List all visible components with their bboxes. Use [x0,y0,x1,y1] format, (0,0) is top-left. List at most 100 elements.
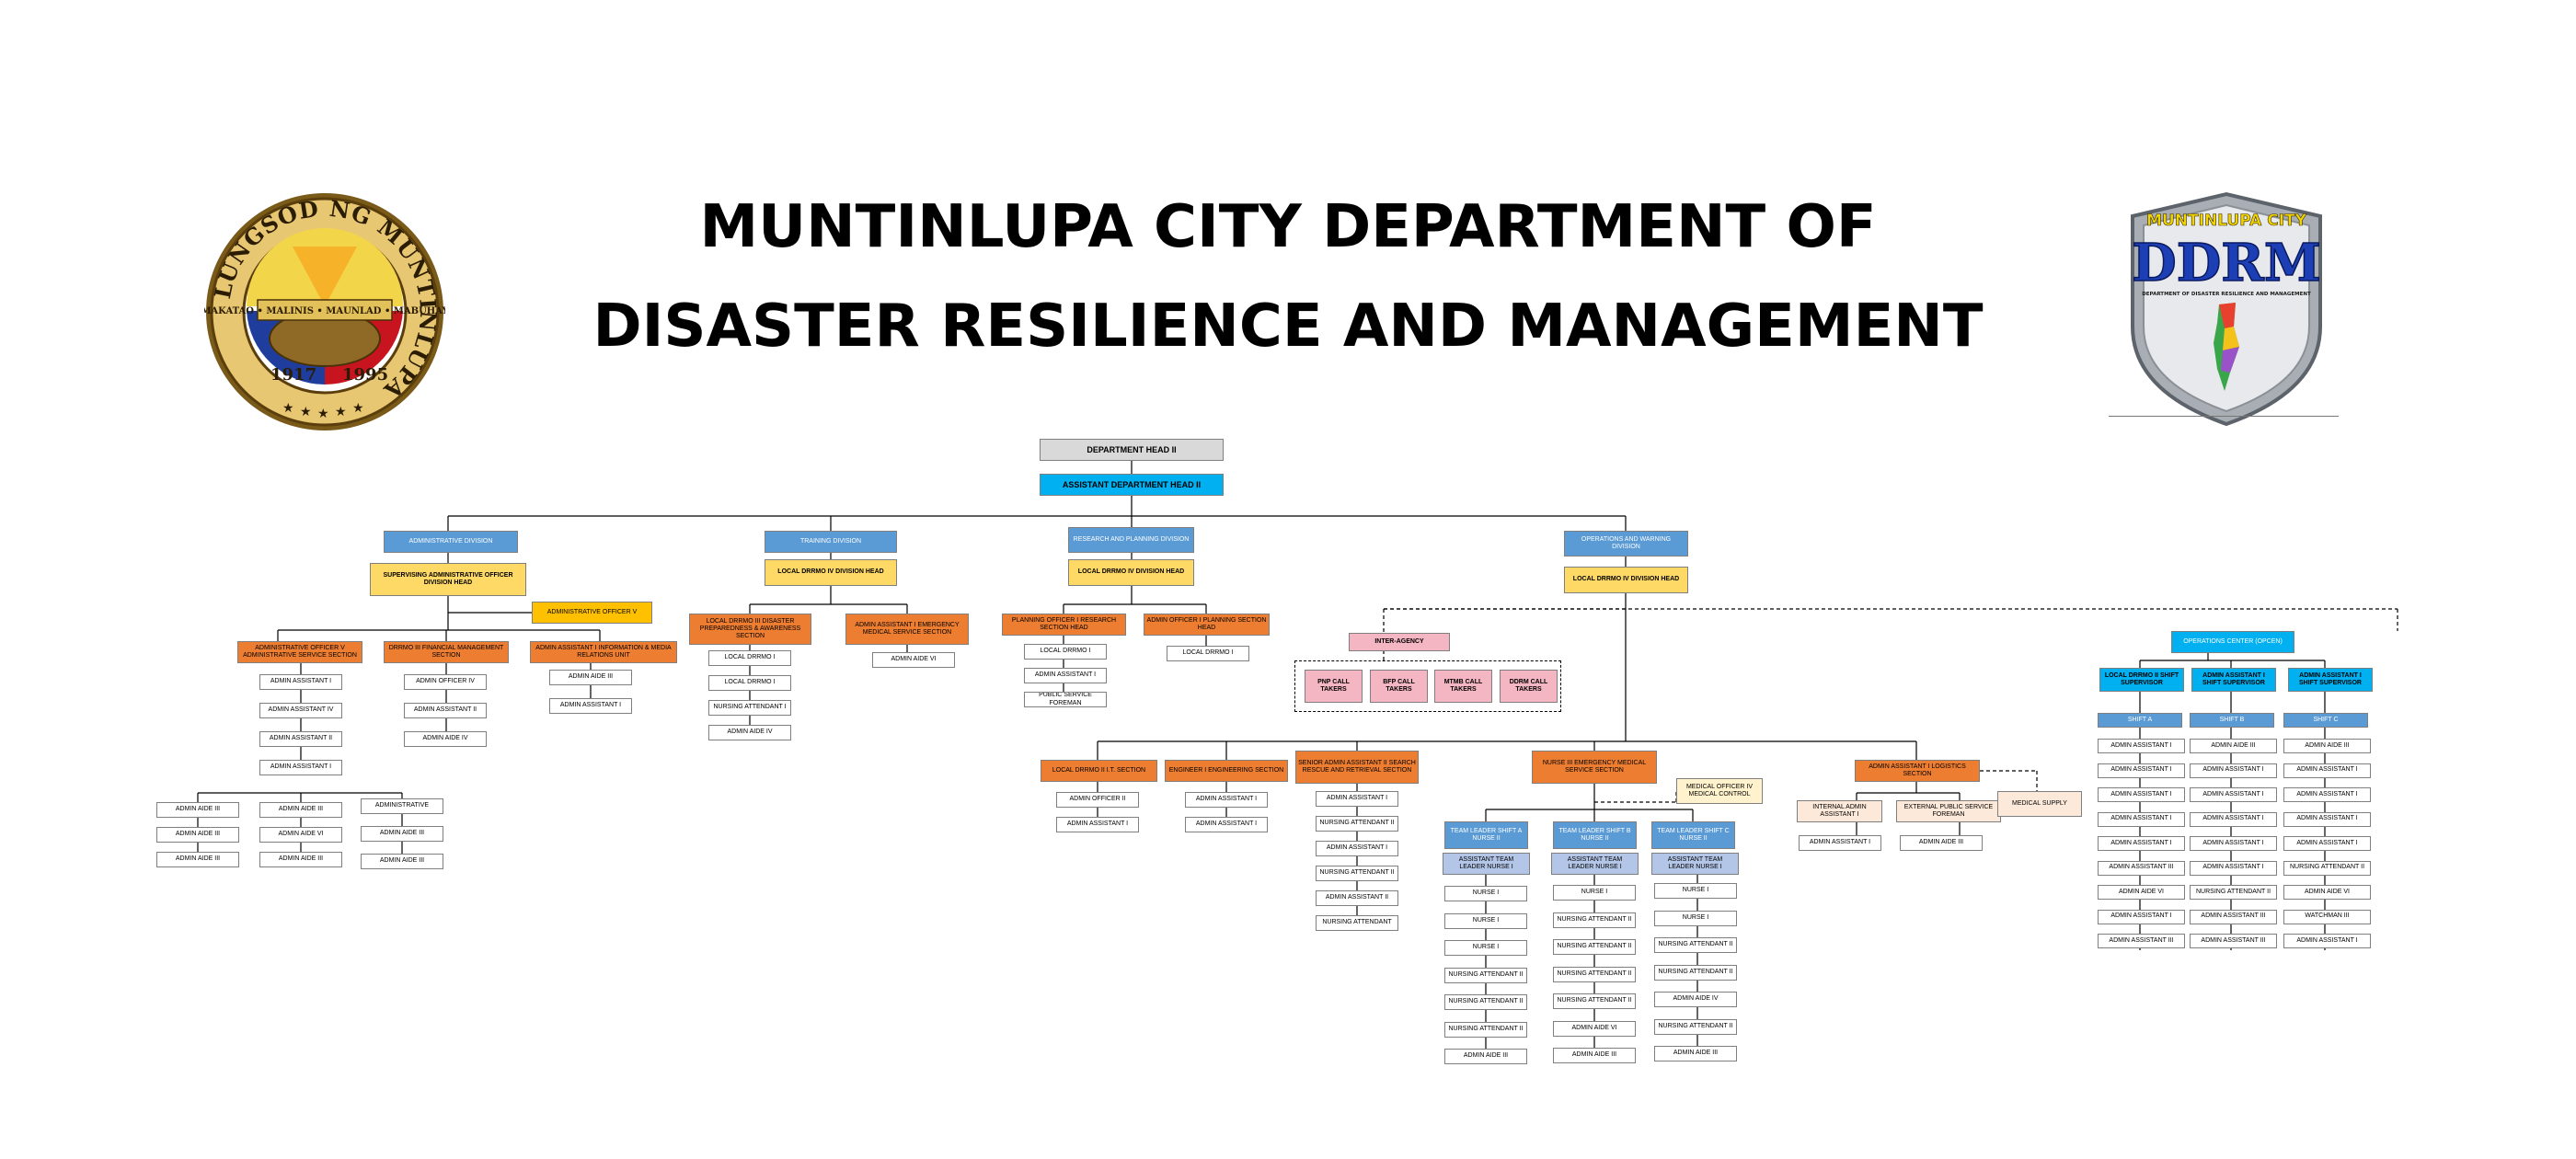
training-division-box: TRAINING DIVISION [765,531,897,553]
shift-a-staff-box: ADMIN ASSISTANT I [2098,739,2185,753]
shift-b-staff-box: ADMIN ASSISTANT I [2190,860,2277,876]
shift-c-staff-box: NURSING ATTENDANT II [2283,860,2371,876]
planning-section-box: ADMIN OFFICER I PLANNING SECTION HEAD [1144,614,1270,636]
shift-a-staff-box: ADMIN AIDE VI [2098,885,2185,900]
financial-staff-box: ADMIN AIDE IV [404,731,487,747]
shift-supervisor-box: ADMIN ASSISTANT I SHIFT SUPERVISOR [2191,668,2276,692]
shift-c-staff-box: ADMIN ASSISTANT I [2283,787,2371,802]
shift-b-staff-box: ADMIN ASSISTANT III [2190,909,2277,924]
information-media-relations-unit-box: ADMIN ASSISTANT I INFORMATION & MEDIA RE… [530,641,677,663]
admin-service-staff-box: ADMIN ASSISTANT I [259,674,342,690]
seal-year-right: 1995 [342,365,388,384]
training-ems-staff-box: ADMIN AIDE VI [872,652,955,668]
call-takers-box: MTMB CALL TAKERS [1434,670,1492,703]
research-planning-division-box: RESEARCH AND PLANNING DIVISION [1068,527,1194,553]
shift-a-staff-box: ADMIN ASSISTANT I [2098,811,2185,827]
administrative-division-box: ADMINISTRATIVE DIVISION [384,531,518,553]
engineering-section-box: ENGINEER I ENGINEERING SECTION [1165,760,1288,782]
administrative-division-head-box: SUPERVISING ADMINISTRATIVE OFFICER DIVIS… [370,563,526,596]
admin-aide-box: ADMIN AIDE III [361,826,443,842]
financial-staff-box: ADMIN OFFICER IV [404,674,487,690]
seal-banner-text: MAKATAO • MALINIS • MAUNLAD • MABUHAY [204,306,445,316]
admin-service-staff-box: ADMIN ASSISTANT II [259,731,342,747]
call-takers-box: PNP CALL TAKERS [1305,670,1363,703]
ems-shift-a-staff-box: ADMIN AIDE III [1444,1049,1527,1064]
admin-aide-box: ADMINISTRATIVE [361,798,443,814]
shift-b-staff-box: ADMIN ASSISTANT I [2190,763,2277,778]
inter-agency-box: INTER-AGENCY [1349,633,1450,651]
ems-section-box: NURSE III EMERGENCY MEDICAL SERVICE SECT… [1532,751,1657,784]
logistics-external-box: EXTERNAL PUBLIC SERVICE FOREMAN [1896,800,2001,822]
ems-shift-c-staff-box: NURSING ATTENDANT II [1654,1018,1737,1035]
ems-shift-b-staff-box: NURSING ATTENDANT II [1553,912,1636,928]
ems-shift-c-staff-box: NURSING ATTENDANT II [1654,964,1737,981]
search-rescue-staff-box: ADMIN ASSISTANT II [1316,890,1398,906]
assistant-team-leader-box: ASSISTANT TEAM LEADER NURSE I [1443,853,1530,875]
ems-shift-b-staff-box: NURSING ATTENDANT II [1553,939,1636,955]
ems-shift-a-staff-box: NURSING ATTENDANT II [1444,967,1527,983]
ddrm-shield-logo: MUNTINLUPA CITY DDRM DEPARTMENT OF DISAS… [2116,189,2337,428]
ems-shift-c-staff-box: NURSE I [1654,883,1737,899]
logistics-section-box: ADMIN ASSISTANT I LOGISTICS SECTION [1855,760,1980,782]
muntinlupa-city-seal: LUNGSOD NG MUNTINLUPA MAKATAO • MALINIS … [201,191,450,432]
financial-staff-box: ADMIN ASSISTANT II [404,703,487,718]
training-staff-box: LOCAL DRRMO I [708,675,791,691]
department-head-box: DEPARTMENT HEAD II [1040,439,1224,461]
operations-warning-head-box: LOCAL DRRMO IV DIVISION HEAD [1564,567,1688,593]
ems-shift-a-staff-box: NURSE I [1444,886,1527,901]
training-division-head-box: LOCAL DRRMO IV DIVISION HEAD [765,559,897,586]
ems-shift-c-staff-box: NURSE I [1654,910,1737,926]
shift-b-staff-box: NURSING ATTENDANT II [2190,885,2277,900]
ems-shift-a-staff-box: NURSE I [1444,940,1527,956]
search-rescue-staff-box: ADMIN ASSISTANT I [1316,791,1398,807]
search-rescue-staff-box: NURSING ATTENDANT II [1316,816,1398,832]
title-line-1: MUNTINLUPA CITY DEPARTMENT OF [699,193,1877,261]
admin-service-staff-box: ADMIN ASSISTANT I [259,760,342,775]
search-rescue-staff-box: ADMIN ASSISTANT I [1316,841,1398,856]
training-staff-box: ADMIN AIDE IV [708,725,791,740]
team-leader-box: TEAM LEADER SHIFT A NURSE II [1444,821,1528,849]
shift-b-staff-box: ADMIN AIDE III [2190,739,2277,753]
search-rescue-staff-box: NURSING ATTENDANT [1316,915,1398,931]
shift-box: SHIFT C [2283,713,2368,728]
shift-a-staff-box: ADMIN ASSISTANT III [2098,934,2185,948]
research-staff-box: PUBLIC SERVICE FOREMAN [1024,692,1107,707]
research-staff-box: LOCAL DRRMO I [1024,644,1107,660]
shift-supervisor-box: LOCAL DRRMO II SHIFT SUPERVISOR [2099,668,2184,692]
ems-shift-b-staff-box: ADMIN AIDE III [1553,1048,1636,1063]
info-media-staff-box: ADMIN ASSISTANT I [549,698,632,714]
shield-underline [2109,416,2339,417]
it-section-box: LOCAL DRRMO II I.T. SECTION [1041,760,1157,782]
shift-a-staff-box: ADMIN ASSISTANT I [2098,787,2185,802]
shift-c-staff-box: ADMIN ASSISTANT I [2283,934,2371,948]
admin-aide-box: ADMIN AIDE VI [259,827,342,843]
operations-warning-division-box: OPERATIONS AND WARNING DIVISION [1564,531,1688,557]
svg-text:★: ★ [300,404,312,419]
shift-c-staff-box: ADMIN AIDE III [2283,739,2371,753]
logistics-internal-box: INTERNAL ADMIN ASSISTANT I [1797,800,1882,822]
seal-year-left: 1917 [270,365,316,384]
research-planning-head-box: LOCAL DRRMO IV DIVISION HEAD [1068,559,1194,586]
logistics-external-staff-box: ADMIN AIDE III [1900,835,1983,851]
team-leader-box: TEAM LEADER SHIFT B NURSE II [1553,821,1637,849]
assistant-team-leader-box: ASSISTANT TEAM LEADER NURSE I [1551,853,1639,875]
shift-supervisor-box: ADMIN ASSISTANT I SHIFT SUPERVISOR [2288,668,2373,692]
shift-c-staff-box: ADMIN ASSISTANT I [2283,836,2371,851]
admin-aide-box: ADMIN AIDE III [156,827,239,843]
shift-c-staff-box: ADMIN ASSISTANT I [2283,763,2371,778]
shift-c-staff-box: WATCHMAN III [2283,909,2371,924]
shift-a-staff-box: ADMIN ASSISTANT I [2098,763,2185,778]
team-leader-box: TEAM LEADER SHIFT C NURSE II [1651,821,1735,849]
it-staff-box: ADMIN OFFICER II [1056,792,1139,808]
ems-shift-a-staff-box: NURSING ATTENDANT II [1444,1021,1527,1038]
ems-shift-c-staff-box: ADMIN AIDE III [1654,1046,1737,1061]
shift-c-staff-box: ADMIN AIDE VI [2283,885,2371,900]
shift-box: SHIFT A [2098,713,2182,728]
admin-aide-box: ADMIN AIDE III [156,802,239,818]
engineering-staff-box: ADMIN ASSISTANT I [1185,792,1268,808]
ems-shift-c-staff-box: NURSING ATTENDANT II [1654,937,1737,953]
shield-sub-text: DEPARTMENT OF DISASTER RESILIENCE AND MA… [2142,292,2311,297]
medical-officer-box: MEDICAL OFFICER IV MEDICAL CONTROL [1676,778,1763,804]
admin-service-staff-box: ADMIN ASSISTANT IV [259,703,342,718]
ems-shift-b-staff-box: NURSING ATTENDANT II [1553,966,1636,982]
